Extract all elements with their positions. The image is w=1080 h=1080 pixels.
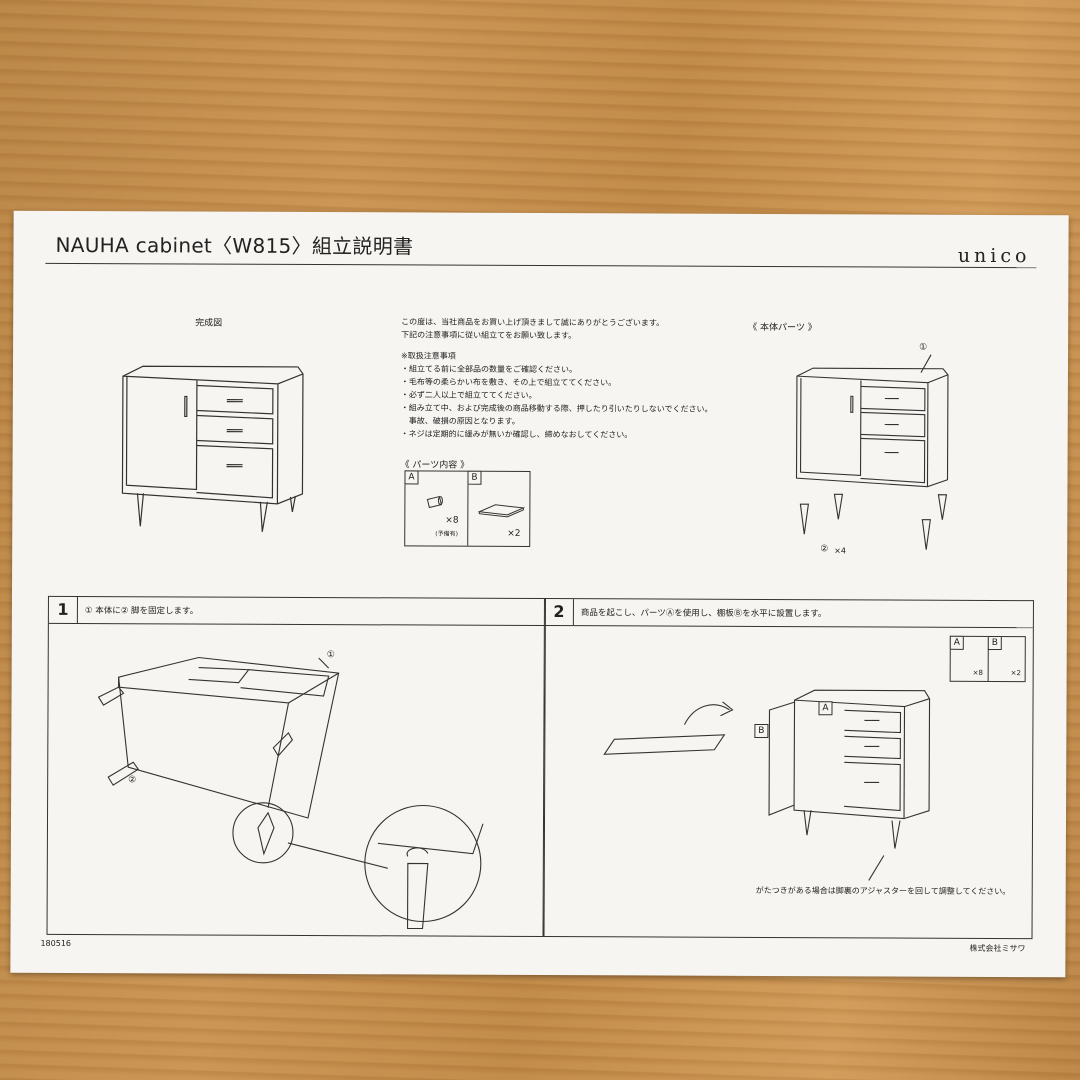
part-a-note: (予備有) bbox=[435, 530, 458, 538]
caution-item: 事故、破損の原因となります。 bbox=[400, 416, 520, 426]
footer-company: 株式会社ミサワ bbox=[969, 943, 1026, 954]
parts-contents-label: 《 パーツ内容 》 bbox=[400, 460, 470, 471]
step-1-panel: 1 ① 本体に② 脚を固定します。 ① bbox=[46, 595, 546, 938]
caution-item: ・ネジは定期的に緩みが無いか確認し、締めなおしてください。 bbox=[400, 429, 633, 440]
step-1-callout-1: ① bbox=[326, 650, 335, 661]
step-1-illustration bbox=[97, 656, 484, 930]
caution-item: ・組立てる前に全部品の数量をご確認ください。 bbox=[400, 364, 577, 375]
dowel-icon bbox=[426, 495, 443, 509]
body-parts-illustration bbox=[795, 354, 949, 550]
step-2-text: 商品を起こし、パーツⒶを使用し、棚板Ⓑを水平に設置します。 bbox=[580, 608, 827, 620]
step-2-qty-a: ×8 bbox=[972, 668, 984, 677]
step-2-panel: 2 商品を起こし、パーツⒶを使用し、棚板Ⓑを水平に設置します。 A B ×8 ×… bbox=[542, 598, 1034, 940]
completed-cabinet-illustration bbox=[121, 365, 304, 532]
title-rule bbox=[45, 262, 1037, 269]
part-a-tag: A bbox=[404, 470, 419, 485]
step-2-qty-b: ×2 bbox=[1010, 669, 1022, 678]
caution-title: ※取扱注意事項 bbox=[401, 351, 456, 361]
part-b-tag: B bbox=[467, 470, 482, 485]
parts-contents-box: A B ×8 (予備有) ×2 bbox=[404, 470, 531, 547]
intro-notes: この度は、当社商品をお買い上げ頂きまして誠にありがとうございます。 下記の注意事… bbox=[401, 315, 713, 441]
intro-line: この度は、当社商品をお買い上げ頂きまして誠にありがとうございます。 bbox=[401, 317, 665, 328]
step-2-number: 2 bbox=[544, 599, 574, 626]
step-1-callout-2: ② bbox=[128, 775, 137, 786]
intro-line: 下記の注意事項に従い組立てをお願い致します。 bbox=[401, 330, 577, 341]
step-2-tag-b: B bbox=[987, 635, 1002, 651]
caution-item: ・必ず二人以上で組立ててください。 bbox=[400, 390, 537, 400]
step-1-number: 1 bbox=[48, 596, 78, 623]
part-b-qty: ×2 bbox=[507, 528, 521, 539]
footer-code: 180516 bbox=[40, 938, 72, 948]
shelf-board-icon bbox=[477, 504, 526, 518]
step-2-note: がたつきがある場合は脚裏のアジャスターを回して調整してください。 bbox=[755, 885, 1011, 897]
body-parts-label: 《 本体パーツ 》 bbox=[748, 322, 817, 334]
part-1-callout: ① bbox=[919, 342, 928, 353]
brand-logo: unico bbox=[957, 244, 1031, 268]
completed-label: 完成図 bbox=[195, 318, 223, 329]
step-2-illustration bbox=[603, 689, 931, 881]
part-a-qty: ×8 bbox=[445, 515, 459, 526]
document-title: NAUHA cabinet〈W815〉組立説明書 bbox=[55, 232, 414, 259]
step-2-parts-box: A B ×8 ×2 bbox=[949, 635, 1026, 683]
step-2-tag-a: A bbox=[949, 635, 964, 650]
caution-item: ・毛布等の柔らかい布を敷き、その上で組立ててください。 bbox=[400, 377, 617, 388]
dowel-tag-a: A bbox=[818, 701, 833, 716]
part-2-callout: ② bbox=[820, 544, 829, 555]
caution-item: ・組み立て中、および完成後の商品移動する際、押したり引いたりしないでください。 bbox=[400, 403, 713, 414]
instruction-sheet: NAUHA cabinet〈W815〉組立説明書 unico 完成図 この度は、… bbox=[10, 210, 1069, 978]
shelf-tag-b: B bbox=[754, 723, 769, 738]
step-1-text: ① 本体に② 脚を固定します。 bbox=[84, 606, 199, 617]
part-2-qty: ×4 bbox=[834, 546, 847, 556]
